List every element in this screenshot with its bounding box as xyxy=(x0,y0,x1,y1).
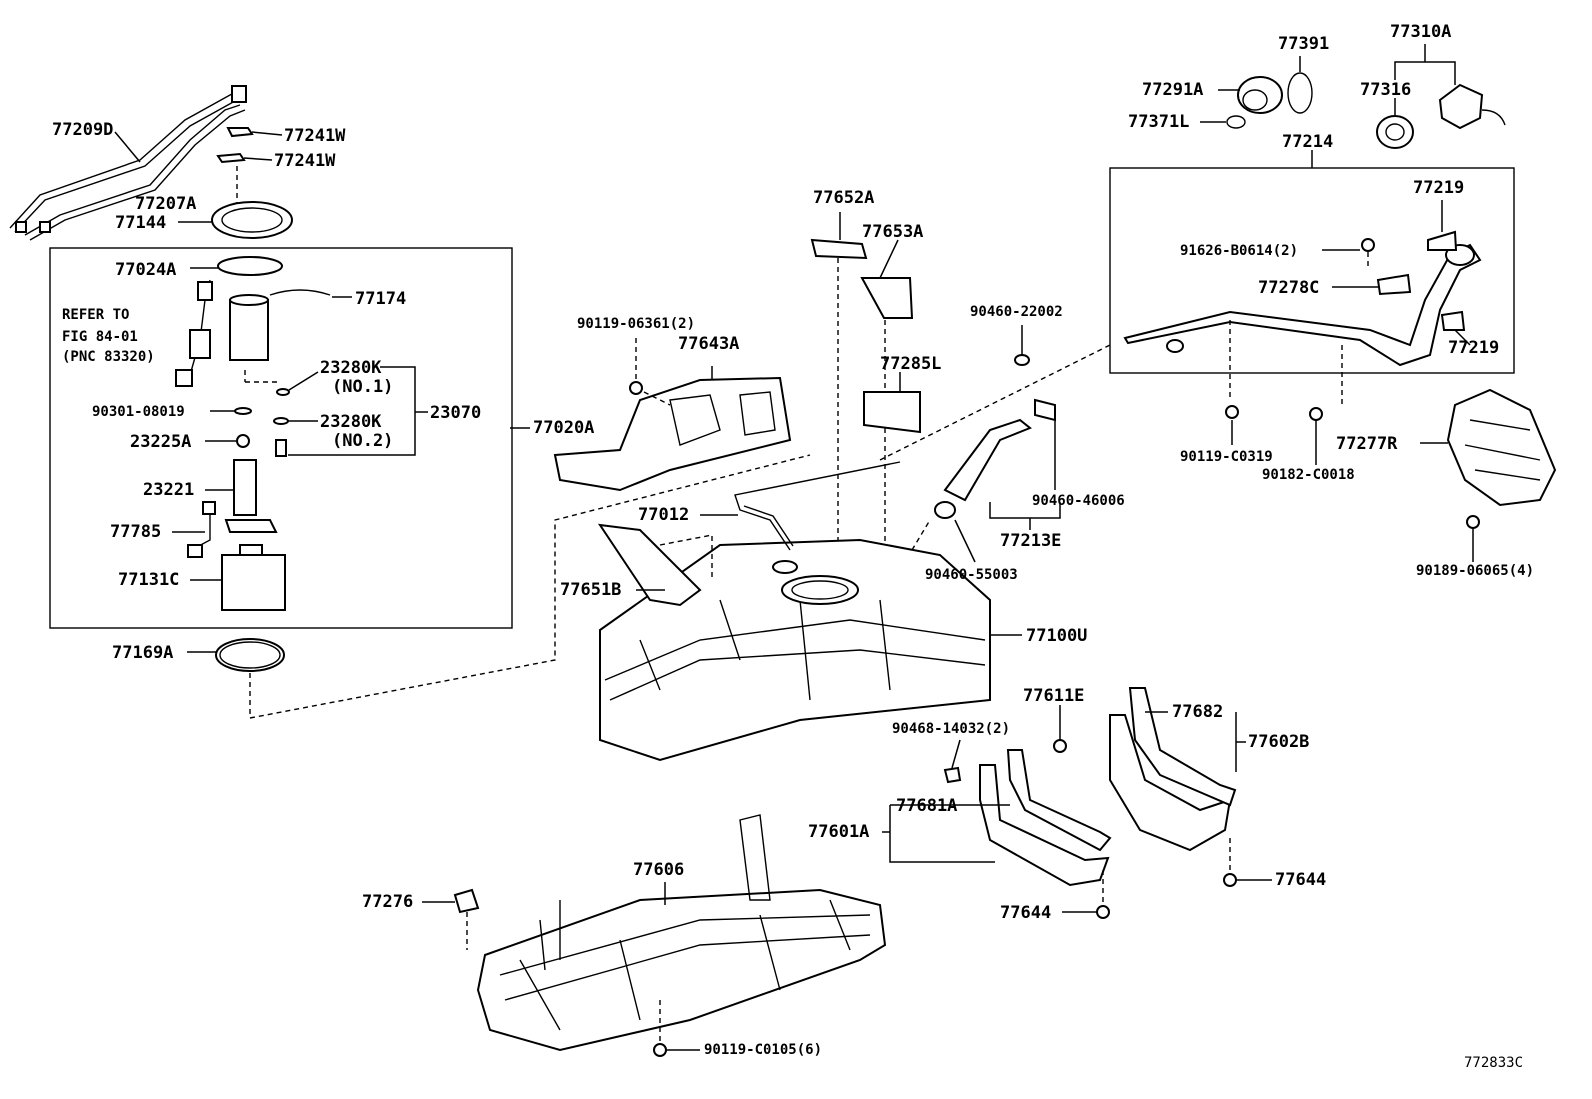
part-number-label[interactable]: 77652A xyxy=(813,188,875,208)
part-number-label[interactable]: 90119-C0319 xyxy=(1180,449,1273,465)
part-number-label[interactable]: 77285L xyxy=(880,354,942,374)
part-number-label[interactable]: 90460-46006 xyxy=(1032,493,1125,509)
part-number-label[interactable]: 77219 xyxy=(1448,338,1500,358)
tank-under-protector-drawing xyxy=(476,814,887,1052)
part-number-label[interactable]: 90182-C0018 xyxy=(1262,467,1355,483)
part-number-label[interactable]: 77653A xyxy=(862,222,924,242)
pump-assembly-box xyxy=(49,247,513,629)
refer-note-line: FIG 84-01 xyxy=(62,329,138,345)
part-number-label[interactable]: 77278C xyxy=(1258,278,1320,298)
part-number-label[interactable]: 90460-22002 xyxy=(970,304,1063,320)
protector-drawing xyxy=(553,376,792,492)
fuel-tank-drawing xyxy=(599,538,991,762)
part-number-label[interactable]: 77643A xyxy=(678,334,740,354)
part-number-label[interactable]: 23070 xyxy=(430,403,482,423)
part-number-label[interactable]: 23280K xyxy=(320,358,382,378)
part-number-label[interactable]: 77024A xyxy=(115,260,177,280)
strap-77601A-drawing xyxy=(979,764,1110,887)
part-number-label[interactable]: 77100U xyxy=(1026,626,1088,646)
refer-note-line: REFER TO xyxy=(62,307,130,323)
fuel-filter-drawing xyxy=(221,554,286,611)
part-number-label[interactable]: 77785 xyxy=(110,522,162,542)
filler-pipe-drawing xyxy=(1123,243,1482,367)
fuel-tube-assembly xyxy=(9,85,247,241)
part-number-label[interactable]: 77209D xyxy=(52,120,114,140)
part-number-label[interactable]: 77207A xyxy=(135,194,197,214)
part-number-label[interactable]: 23280K xyxy=(320,412,382,432)
strap-77602B-drawing xyxy=(1109,714,1232,852)
part-number-label[interactable]: 77651B xyxy=(560,580,622,600)
part-number-label[interactable]: 77682 xyxy=(1172,702,1224,722)
gasket-drawing xyxy=(215,638,285,672)
part-number-label[interactable]: 77174 xyxy=(355,289,407,309)
part-number-label[interactable]: 77214 xyxy=(1282,132,1334,152)
part-number-label[interactable]: 77169A xyxy=(112,643,174,663)
part-number-label[interactable]: 90119-06361(2) xyxy=(577,316,696,332)
part-qualifier-label: (NO.2) xyxy=(332,431,394,451)
part-qualifier-label: (NO.1) xyxy=(332,377,394,397)
part-number-label[interactable]: 77681A xyxy=(896,796,958,816)
part-number-label[interactable]: 77131C xyxy=(118,570,180,590)
part-number-label[interactable]: 77219 xyxy=(1413,178,1465,198)
part-number-label[interactable]: 90460-55003 xyxy=(925,567,1018,583)
fuel-cap-drawing xyxy=(1438,83,1484,130)
part-number-label[interactable]: 90468-14032(2) xyxy=(892,721,1011,737)
filler-protector-drawing xyxy=(1446,388,1557,507)
part-number-label[interactable]: 77277R xyxy=(1336,434,1398,454)
part-number-label[interactable]: 90119-C0105(6) xyxy=(704,1042,823,1058)
part-number-label[interactable]: 90189-06065(4) xyxy=(1416,563,1535,579)
fuel-pump-drawing xyxy=(233,459,257,516)
part-number-label[interactable]: 77291A xyxy=(1142,80,1204,100)
part-number-label[interactable]: 77144 xyxy=(115,213,167,233)
part-number-label[interactable]: 77316 xyxy=(1360,80,1412,100)
part-number-label[interactable]: 77391 xyxy=(1278,34,1330,54)
part-number-label[interactable]: 91626-B0614(2) xyxy=(1180,243,1299,259)
part-number-label[interactable]: 77644 xyxy=(1000,903,1052,923)
part-number-label[interactable]: 77371L xyxy=(1128,112,1190,132)
part-number-label[interactable]: 90301-08019 xyxy=(92,404,185,420)
part-number-label[interactable]: 23225A xyxy=(130,432,192,452)
refer-note-line: (PNC 83320) xyxy=(62,349,155,365)
part-number-label[interactable]: 77601A xyxy=(808,822,870,842)
part-number-label[interactable]: 77213E xyxy=(1000,531,1062,551)
part-number-label[interactable]: 77644 xyxy=(1275,870,1327,890)
part-number-label[interactable]: 23221 xyxy=(143,480,195,500)
part-number-label[interactable]: 77611E xyxy=(1023,686,1085,706)
fuel-inlet-grommet-drawing xyxy=(1237,76,1283,114)
part-number-label[interactable]: 77602B xyxy=(1248,732,1310,752)
part-number-label[interactable]: 77276 xyxy=(362,892,414,912)
part-number-label[interactable]: 77606 xyxy=(633,860,685,880)
part-number-label[interactable]: 77310A xyxy=(1390,22,1452,42)
part-number-label[interactable]: 77020A xyxy=(533,418,595,438)
part-number-label[interactable]: 77012 xyxy=(638,505,690,525)
part-number-label[interactable]: 77241W xyxy=(274,151,336,171)
part-number-label[interactable]: 77241W xyxy=(284,126,346,146)
figure-code: 772833C xyxy=(1464,1055,1524,1071)
